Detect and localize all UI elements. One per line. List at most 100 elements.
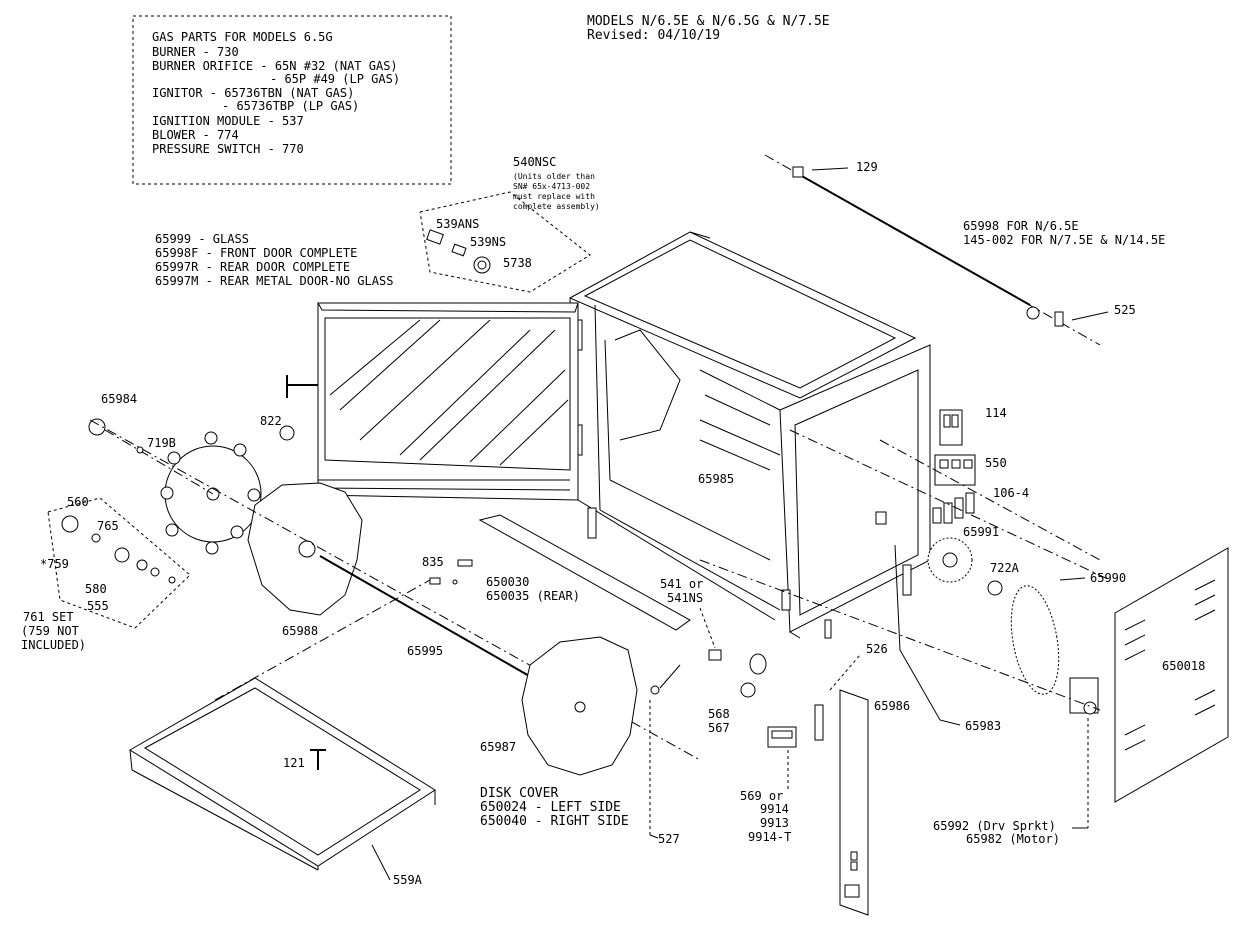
svg-text:PRESSURE SWITCH - 770: PRESSURE SWITCH - 770 bbox=[152, 142, 304, 156]
models-title: MODELS N/6.5E & N/6.5G & N/7.5E bbox=[587, 14, 830, 29]
sprocket-65991 bbox=[927, 537, 973, 583]
crumb-tray-650030 bbox=[478, 514, 691, 631]
knob-822 bbox=[279, 425, 295, 441]
label-559a: 559A bbox=[393, 873, 423, 887]
label-580: 580 bbox=[85, 582, 107, 596]
svg-text:650024 - LEFT SIDE: 650024 - LEFT SIDE bbox=[480, 800, 621, 815]
label-526: 526 bbox=[866, 642, 888, 656]
control-panel-65986 bbox=[839, 689, 869, 916]
gas-parts-box bbox=[132, 15, 452, 185]
label-129: 129 bbox=[856, 160, 878, 174]
label-759: *759 bbox=[40, 557, 69, 571]
label-65985: 65985 bbox=[698, 472, 734, 486]
label-765: 765 bbox=[97, 519, 119, 533]
timer-note: 569 or 9914 9913 9914-T bbox=[740, 789, 791, 844]
label-539ns: 539NS bbox=[470, 235, 506, 249]
rod-note-line2: 145-002 FOR N/7.5E & N/14.5E bbox=[963, 233, 1165, 247]
label-650035: 650035 (REAR) bbox=[486, 589, 580, 603]
motor-65982 bbox=[1069, 677, 1099, 715]
rotisserie-rod bbox=[799, 174, 1031, 306]
latch-group-outline bbox=[419, 191, 591, 293]
set-note: 761 SET (759 NOT INCLUDED) bbox=[21, 610, 86, 652]
terminal-106-4 bbox=[932, 492, 975, 524]
drain-121 bbox=[310, 749, 326, 770]
svg-text:(Units older than: (Units older than bbox=[513, 172, 595, 181]
drive-note: 65992 (Drv Sprkt) 65982 (Motor) bbox=[933, 819, 1060, 846]
front-door bbox=[286, 302, 579, 501]
label-550: 550 bbox=[985, 456, 1007, 470]
contactor-550 bbox=[934, 454, 976, 486]
svg-text:DISK COVER: DISK COVER bbox=[480, 786, 558, 801]
svg-text:65997M - REAR METAL DOOR-NO GL: 65997M - REAR METAL DOOR-NO GLASS bbox=[155, 274, 393, 288]
label-835: 835 bbox=[422, 555, 444, 569]
label-722a: 722A bbox=[990, 561, 1020, 575]
label-525: 525 bbox=[1114, 303, 1136, 317]
label-539ans: 539ANS bbox=[436, 217, 479, 231]
label-527: 527 bbox=[658, 832, 680, 846]
label-567: 567 bbox=[708, 721, 730, 735]
svg-text:IGNITOR - 65736TBN (NAT GAS): IGNITOR - 65736TBN (NAT GAS) bbox=[152, 86, 354, 100]
gear-cluster bbox=[61, 515, 176, 584]
svg-text:65999 - GLASS: 65999 - GLASS bbox=[155, 232, 249, 246]
svg-text:9914: 9914 bbox=[760, 802, 789, 816]
label-568: 568 bbox=[708, 707, 730, 721]
chain-65990 bbox=[1010, 585, 1060, 695]
svg-text:65992 (Drv Sprkt): 65992 (Drv Sprkt) bbox=[933, 819, 1056, 833]
label-114: 114 bbox=[985, 406, 1007, 420]
label-541: 541 or bbox=[660, 577, 703, 591]
label-65988: 65988 bbox=[282, 624, 318, 638]
svg-text:9913: 9913 bbox=[760, 816, 789, 830]
label-5738: 5738 bbox=[503, 256, 532, 270]
oven-cabinet bbox=[568, 231, 931, 639]
svg-text:65982 (Motor): 65982 (Motor) bbox=[966, 832, 1060, 846]
shaft-65995 bbox=[319, 555, 546, 686]
label-541ns: 541NS bbox=[667, 591, 703, 605]
label-65991: 65991 bbox=[963, 525, 999, 539]
hub-65984 bbox=[88, 418, 106, 436]
rod-end-129 bbox=[792, 166, 804, 178]
svg-text:IGNITION MODULE - 537: IGNITION MODULE - 537 bbox=[152, 114, 304, 128]
drip-pan-559a bbox=[129, 677, 436, 871]
svg-text:9914-T: 9914-T bbox=[748, 830, 791, 844]
svg-text:569 or: 569 or bbox=[740, 789, 783, 803]
svg-text:BURNER - 730: BURNER - 730 bbox=[152, 45, 239, 59]
label-650030: 650030 bbox=[486, 575, 529, 589]
svg-text:INCLUDED): INCLUDED) bbox=[21, 638, 86, 652]
svg-text:must replace with: must replace with bbox=[513, 192, 595, 201]
label-65983: 65983 bbox=[965, 719, 1001, 733]
switch-541 bbox=[708, 649, 722, 661]
hub-722a bbox=[987, 580, 1003, 596]
relay-114 bbox=[939, 409, 963, 446]
note-540-text: (Units older than SN# 65x-4713-002 must … bbox=[513, 172, 600, 211]
label-65986: 65986 bbox=[874, 699, 910, 713]
label-560: 560 bbox=[67, 495, 89, 509]
label-121: 121 bbox=[283, 756, 305, 770]
door-latch-parts bbox=[426, 229, 491, 274]
note-540-title: 540NSC bbox=[513, 155, 556, 169]
set-761-outline bbox=[47, 497, 191, 629]
label-65984: 65984 bbox=[101, 392, 137, 406]
label-65990: 65990 bbox=[1090, 571, 1126, 585]
rod-note-line1: 65998 FOR N/6.5E bbox=[963, 219, 1079, 233]
svg-text:65997R - REAR DOOR COMPLETE: 65997R - REAR DOOR COMPLETE bbox=[155, 260, 350, 274]
svg-text:BLOWER - 774: BLOWER - 774 bbox=[152, 128, 239, 142]
label-719b: 719B bbox=[147, 436, 176, 450]
svg-text:SN# 65x-4713-002: SN# 65x-4713-002 bbox=[513, 182, 590, 191]
svg-text:650040 - RIGHT SIDE: 650040 - RIGHT SIDE bbox=[480, 814, 629, 829]
label-65995: 65995 bbox=[407, 644, 443, 658]
door-parts-list: 65999 - GLASS 65998F - FRONT DOOR COMPLE… bbox=[155, 232, 393, 288]
svg-text:- 65736TBP (LP GAS): - 65736TBP (LP GAS) bbox=[222, 99, 359, 113]
svg-text:761 SET: 761 SET bbox=[23, 610, 74, 624]
svg-text:GAS PARTS FOR MODELS 6.5G: GAS PARTS FOR MODELS 6.5G bbox=[152, 30, 333, 44]
revised-date: Revised: 04/10/19 bbox=[587, 28, 720, 43]
label-65987: 65987 bbox=[480, 740, 516, 754]
svg-text:(759 NOT: (759 NOT bbox=[21, 624, 79, 638]
gas-parts-text: GAS PARTS FOR MODELS 6.5G BURNER - 730 B… bbox=[152, 30, 400, 156]
element-526 bbox=[814, 704, 824, 741]
bracket-835 bbox=[429, 559, 473, 585]
label-650018: 650018 bbox=[1162, 659, 1205, 673]
disk-cover-note: DISK COVER 650024 - LEFT SIDE 650040 - R… bbox=[480, 786, 629, 829]
svg-text:complete assembly): complete assembly) bbox=[513, 202, 600, 211]
label-822: 822 bbox=[260, 414, 282, 428]
